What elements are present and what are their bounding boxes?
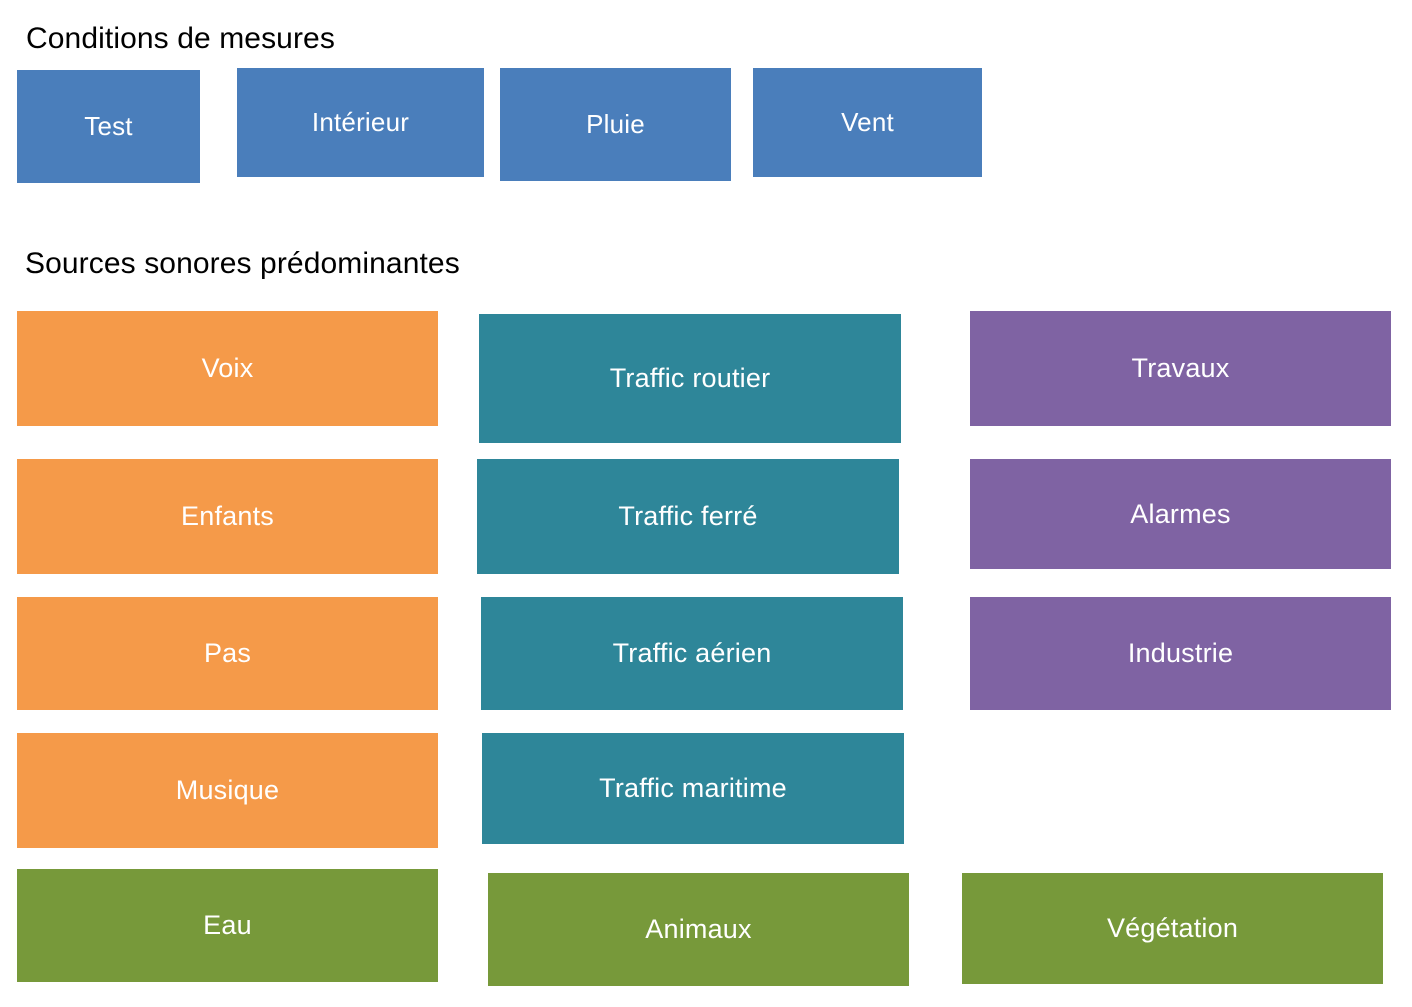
- chip-voix[interactable]: Voix: [17, 311, 438, 426]
- chip-alarmes[interactable]: Alarmes: [970, 459, 1391, 569]
- chip-vent[interactable]: Vent: [753, 68, 982, 177]
- chip-musique[interactable]: Musique: [17, 733, 438, 848]
- chip-eau[interactable]: Eau: [17, 869, 438, 982]
- section-title-conditions: Conditions de mesures: [26, 22, 335, 55]
- chip-traffic-ferre[interactable]: Traffic ferré: [477, 459, 899, 574]
- chip-traffic-maritime[interactable]: Traffic maritime: [482, 733, 904, 844]
- chip-traffic-routier[interactable]: Traffic routier: [479, 314, 901, 443]
- chip-industrie[interactable]: Industrie: [970, 597, 1391, 710]
- chip-pas[interactable]: Pas: [17, 597, 438, 710]
- chip-traffic-aerien[interactable]: Traffic aérien: [481, 597, 903, 710]
- chip-travaux[interactable]: Travaux: [970, 311, 1391, 426]
- chip-pluie[interactable]: Pluie: [500, 68, 731, 181]
- section-title-sources: Sources sonores prédominantes: [25, 247, 460, 280]
- chip-vegetation[interactable]: Végétation: [962, 873, 1383, 984]
- chip-interieur[interactable]: Intérieur: [237, 68, 484, 177]
- chip-animaux[interactable]: Animaux: [488, 873, 909, 986]
- chip-enfants[interactable]: Enfants: [17, 459, 438, 574]
- chip-test[interactable]: Test: [17, 70, 200, 183]
